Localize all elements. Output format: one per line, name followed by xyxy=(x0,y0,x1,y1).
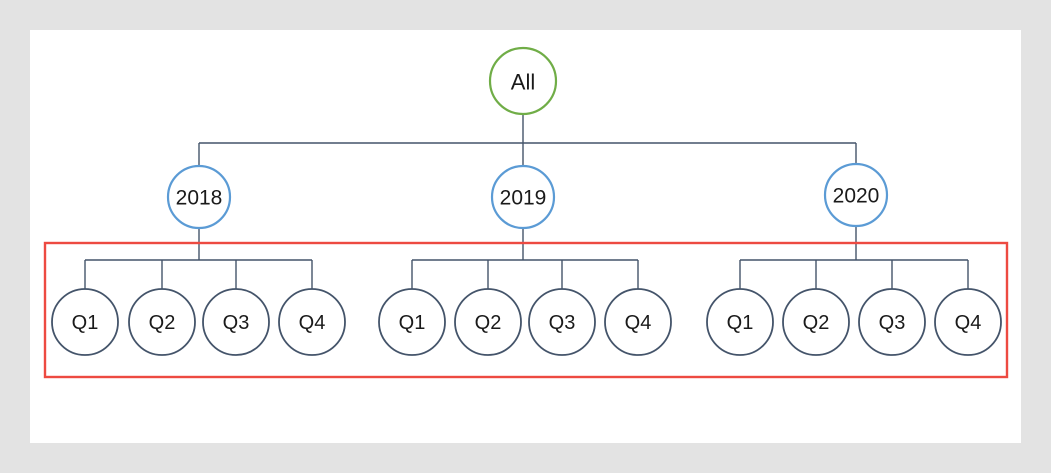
node-2018-q1-circle xyxy=(51,288,119,356)
node-2018[interactable]: 2018 xyxy=(166,164,232,230)
node-2020-q3-circle xyxy=(858,288,926,356)
node-2018-q1-label: Q1 xyxy=(72,312,99,334)
node-2018-q3[interactable]: Q3 xyxy=(202,288,270,356)
node-2018-q2-circle xyxy=(128,288,196,356)
node-2020-q2-label: Q2 xyxy=(803,312,830,334)
node-2018-label: 2018 xyxy=(176,187,223,210)
node-2019-label: 2019 xyxy=(500,187,547,210)
node-2019[interactable]: 2019 xyxy=(490,164,556,230)
node-2020-q1-circle xyxy=(706,288,774,356)
node-2020-q2-circle xyxy=(782,288,850,356)
quarter-connector-group-2020 xyxy=(739,226,969,289)
node-2018-q3-label: Q3 xyxy=(223,312,250,334)
node-2019-q2[interactable]: Q2 xyxy=(454,288,522,356)
node-2020-q4-circle xyxy=(934,288,1002,356)
node-2018-q4[interactable]: Q4 xyxy=(278,288,346,356)
node-2018-q1[interactable]: Q1 xyxy=(51,288,119,356)
node-all[interactable]: All xyxy=(488,46,558,116)
node-2020-q4[interactable]: Q4 xyxy=(934,288,1002,356)
node-2019-q1-circle xyxy=(378,288,446,356)
node-2020-q2[interactable]: Q2 xyxy=(782,288,850,356)
node-2020[interactable]: 2020 xyxy=(823,162,889,228)
node-2018-circle xyxy=(166,164,232,230)
node-2019-q3[interactable]: Q3 xyxy=(528,288,596,356)
node-2020-q1[interactable]: Q1 xyxy=(706,288,774,356)
node-2020-q4-label: Q4 xyxy=(955,312,982,334)
node-2019-q4[interactable]: Q4 xyxy=(604,288,672,356)
node-2018-q4-circle xyxy=(278,288,346,356)
node-2019-q2-circle xyxy=(454,288,522,356)
node-2020-q3[interactable]: Q3 xyxy=(858,288,926,356)
node-2019-q1-label: Q1 xyxy=(399,312,426,334)
node-2019-circle xyxy=(490,164,556,230)
node-2019-q3-circle xyxy=(528,288,596,356)
node-2019-q4-circle xyxy=(604,288,672,356)
node-2020-circle xyxy=(823,162,889,228)
node-2018-q3-circle xyxy=(202,288,270,356)
node-2018-q2-label: Q2 xyxy=(149,312,176,334)
node-2020-q3-label: Q3 xyxy=(879,312,906,334)
node-2020-q1-label: Q1 xyxy=(727,312,754,334)
node-all-label: All xyxy=(511,70,535,95)
node-2019-q3-label: Q3 xyxy=(549,312,576,334)
node-all-circle xyxy=(488,46,558,116)
node-2018-q4-label: Q4 xyxy=(299,312,326,334)
quarter-connector-group-2018 xyxy=(84,228,313,289)
quarter-level-highlight-box xyxy=(43,241,1009,379)
quarter-connector-group-2019 xyxy=(411,228,639,289)
node-2019-q2-label: Q2 xyxy=(475,312,502,334)
node-2019-q4-label: Q4 xyxy=(625,312,652,334)
node-2018-q2[interactable]: Q2 xyxy=(128,288,196,356)
node-2019-q1[interactable]: Q1 xyxy=(378,288,446,356)
node-2020-label: 2020 xyxy=(833,185,880,208)
